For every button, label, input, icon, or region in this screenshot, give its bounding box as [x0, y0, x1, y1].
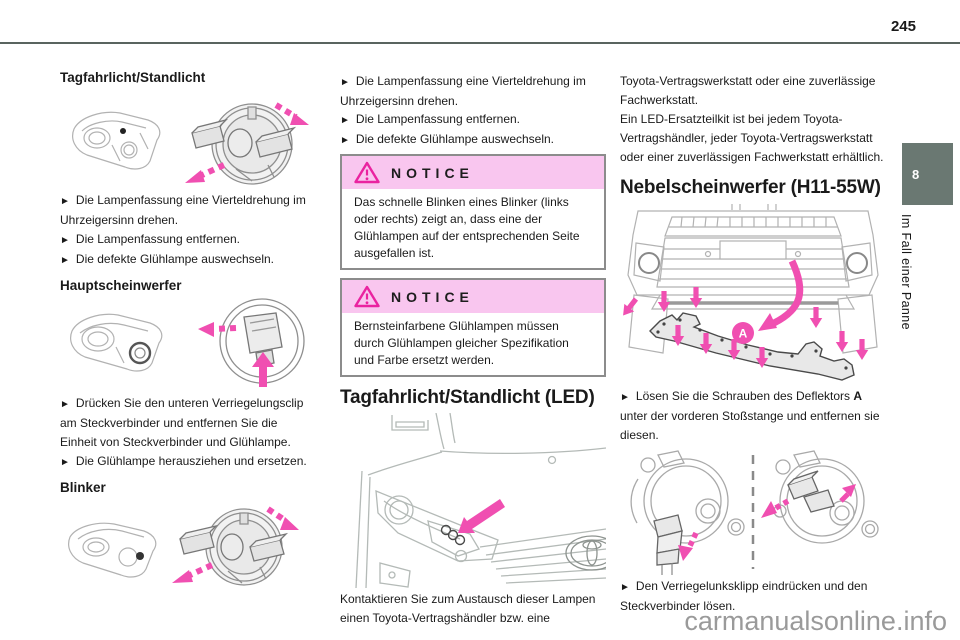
warning-triangle-icon [354, 161, 380, 184]
instruction-bullet: ► Die defekte Glühlampe auswechseln. [340, 130, 606, 150]
bullet-text: Drücken Sie den unteren Verriegelungscli… [60, 396, 304, 449]
notice-header: NOTICE [342, 156, 604, 189]
headlight-outline [72, 111, 161, 170]
bulb-position-ring [128, 341, 152, 365]
main-beam-illustration [70, 298, 305, 387]
bulb-socket [179, 508, 289, 586]
intro-paragraph: Ein LED-Ersatzteilkit ist bei jedem Toyo… [620, 112, 884, 164]
bullet-text: Die defekte Glühlampe auswechseln. [355, 132, 555, 146]
instruction-bullet: ►Lösen Sie die Schrauben des Deflektors … [620, 387, 886, 445]
bullet-text-bold: A [853, 389, 863, 403]
bullet-triangle-icon: ► [340, 135, 350, 146]
rotate-arrow-icon [185, 102, 309, 183]
bullet-text: Die Lampenfassung eine Vierteldrehung im… [60, 193, 306, 227]
rotate-arrow-icon [172, 506, 299, 583]
instruction-bullet: ► Die Lampenfassung entfernen. [340, 110, 606, 130]
bullet-triangle-icon: ► [60, 196, 70, 207]
bullet-text-pre: Lösen Sie die Schrauben des Deflektors [635, 389, 854, 403]
chapter-label: Im Fall einer Panne [899, 214, 913, 330]
toyota-emblem [565, 535, 606, 571]
deflector-panel [649, 312, 855, 381]
bulb-position-dot [136, 552, 144, 560]
bullet-triangle-icon: ► [620, 582, 630, 593]
instruction-bullet: ► Die Lampenfassung entfernen. [60, 230, 312, 250]
heading-hauptscheinwerfer: Hauptscheinwerfer [60, 278, 182, 293]
deflector-label-badge: A [732, 322, 754, 344]
indicator-bulb-illustration [68, 506, 299, 586]
twist-bulb-arrow-icons [761, 484, 856, 518]
bullet-text: Die Lampenfassung entfernen. [355, 112, 521, 126]
drl-bulb-illustration [72, 102, 309, 185]
bullet-triangle-icon: ► [60, 255, 70, 266]
led-pointer-arrow-icon [458, 499, 505, 533]
notice-text: Das schnelle Blinken eines Blinker (link… [354, 195, 580, 260]
heading-tagfahrlicht-led: Tagfahrlicht/Standlicht (LED) [340, 387, 595, 408]
bullet-triangle-icon: ► [340, 115, 350, 126]
notice-box-blinker: NOTICE Das schnelle Blinken eines Blinke… [340, 154, 606, 270]
instruction-bullet: ►Die Lampenfassung eine Vierteldrehung i… [60, 191, 312, 230]
middle-column: ►Die Lampenfassung eine Vierteldrehung i… [340, 72, 606, 628]
notice-header: NOTICE [342, 280, 604, 313]
fog-lamp-left [638, 252, 660, 274]
headlight-outline [68, 522, 157, 578]
headlight-outline [70, 313, 163, 372]
remove-connector-arrow-icon [198, 322, 274, 387]
instruction-bullet: ► Die defekte Glühlampe auswechseln. [60, 250, 312, 270]
bullet-text-post: unter der vorderen Stoßstange und entfer… [620, 409, 880, 442]
bulb-unit-right [787, 470, 835, 513]
connector-left [653, 514, 683, 575]
bumper-deflector-illustration: A [620, 204, 879, 381]
led-lamp-circles [440, 524, 466, 546]
fog-lamp-right [846, 252, 868, 274]
notice-box-amber-bulbs: NOTICE Bernsteinfarbene Glühlampen müsse… [340, 278, 606, 377]
bullet-text: Den Verriegelunksklipp eindrücken und de… [620, 579, 868, 613]
right-column: Toyota-Vertragswerkstatt oder eine zuver… [620, 72, 886, 616]
notice-text: Bernsteinfarbene Glühlampen müssen durch… [354, 319, 569, 367]
bullet-triangle-icon: ► [60, 235, 70, 246]
fog-lamp-left-view [630, 450, 745, 544]
header-rule [0, 42, 960, 44]
heading-tagfahrlicht-standlicht: Tagfahrlicht/Standlicht [60, 70, 206, 85]
car-front-led-illustration [355, 413, 606, 588]
led-footer-text: Kontaktieren Sie zum Austausch dieser La… [340, 592, 596, 625]
instruction-bullet: ►Die Lampenfassung eine Vierteldrehung i… [340, 72, 606, 110]
instruction-bullet: ►Drücken Sie den unteren Verriegelungscl… [60, 394, 312, 452]
chapter-tab: 8 [902, 143, 953, 205]
instruction-bullet: ►Den Verriegelunksklipp eindrücken und d… [620, 577, 886, 616]
instruction-bullet: ► Die Glühlampe herausziehen und ersetzen… [60, 452, 312, 472]
bullet-triangle-icon: ► [620, 392, 630, 403]
heading-nebelscheinwerfer: Nebelscheinwerfer (H11-55W) [620, 177, 881, 198]
watermark-text: carmanualsonline.info [684, 606, 947, 636]
pull-connector-arrow-icon [678, 531, 699, 561]
bullet-triangle-icon: ► [60, 399, 70, 410]
bullet-text: Die Glühlampe herausziehen und ersetzen. [75, 454, 307, 468]
bullet-text: Die defekte Glühlampe auswechseln. [75, 252, 275, 266]
bulb-socket [191, 103, 297, 185]
car-body-outline [355, 413, 606, 588]
bullet-text: Die Lampenfassung entfernen. [75, 232, 241, 246]
bullet-triangle-icon: ► [340, 77, 350, 88]
bullet-triangle-icon: ► [60, 457, 70, 468]
left-column: Tagfahrlicht/Standlicht [60, 70, 312, 596]
page-number: 245 [890, 18, 916, 35]
push-clip-arrow-icon [252, 352, 274, 387]
fog-lamp-connector-illustration [630, 450, 879, 575]
warning-triangle-icon [354, 285, 380, 308]
curved-remove-arrow-icon [758, 259, 804, 331]
bumper-outline [627, 204, 879, 354]
heading-blinker: Blinker [60, 480, 106, 495]
bulb-position-dot [120, 128, 126, 134]
bullet-text: Die Lampenfassung eine Vierteldrehung im… [340, 74, 586, 108]
deflector-label-letter: A [739, 327, 748, 341]
chapter-tab-number: 8 [912, 166, 920, 182]
notice-title: NOTICE [391, 164, 474, 181]
intro-paragraph: Toyota-Vertragswerkstatt oder eine zuver… [620, 74, 876, 107]
notice-title: NOTICE [391, 288, 474, 305]
